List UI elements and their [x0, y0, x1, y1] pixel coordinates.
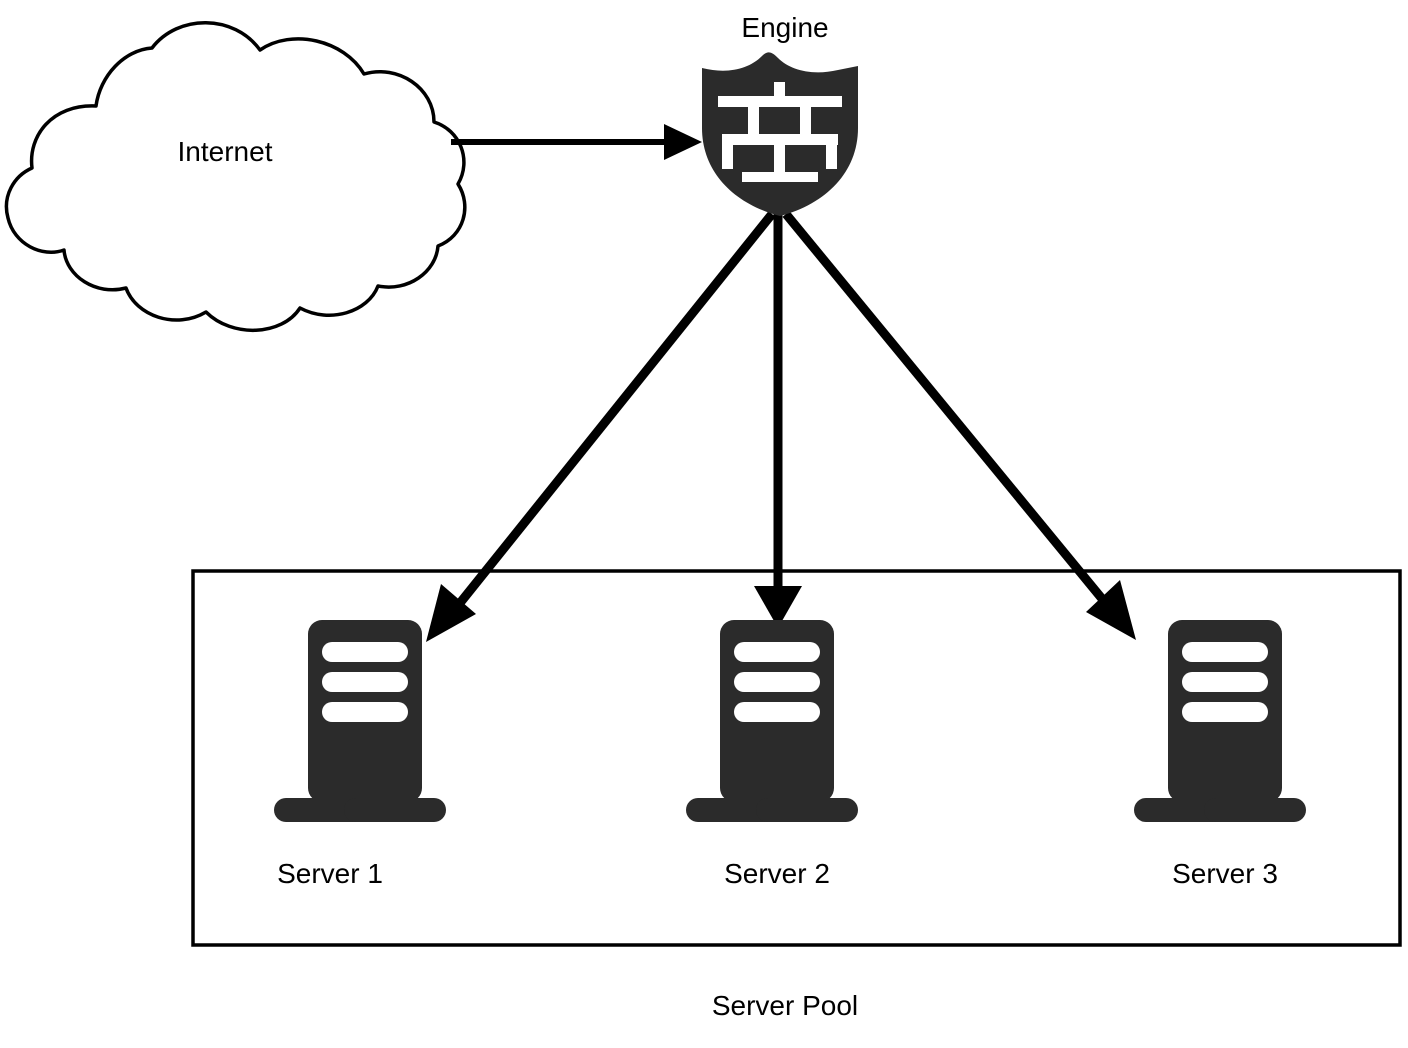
server-2-label: Server 2 — [724, 858, 830, 889]
engine-label: Engine — [741, 12, 829, 43]
internet-cloud-shape[interactable] — [4, 21, 467, 333]
firewall-shield-icon[interactable] — [702, 52, 858, 216]
arrow-internet-to-engine — [451, 124, 702, 160]
server-tower-icon-2[interactable] — [686, 620, 858, 822]
server-pool-label: Server Pool — [711, 990, 859, 1021]
arrow-engine-to-server-2 — [754, 214, 802, 628]
server-tower-icon-3[interactable] — [1134, 620, 1306, 822]
arrow-engine-to-server-3 — [782, 211, 1136, 640]
server-pool-box[interactable] — [191, 569, 1402, 947]
internet-label: Internet — [177, 136, 273, 167]
server-tower-icon-1[interactable] — [274, 620, 446, 822]
server-1-label: Server 1 — [277, 858, 383, 889]
server-3-label: Server 3 — [1172, 858, 1278, 889]
arrow-engine-to-server-1 — [426, 211, 776, 642]
